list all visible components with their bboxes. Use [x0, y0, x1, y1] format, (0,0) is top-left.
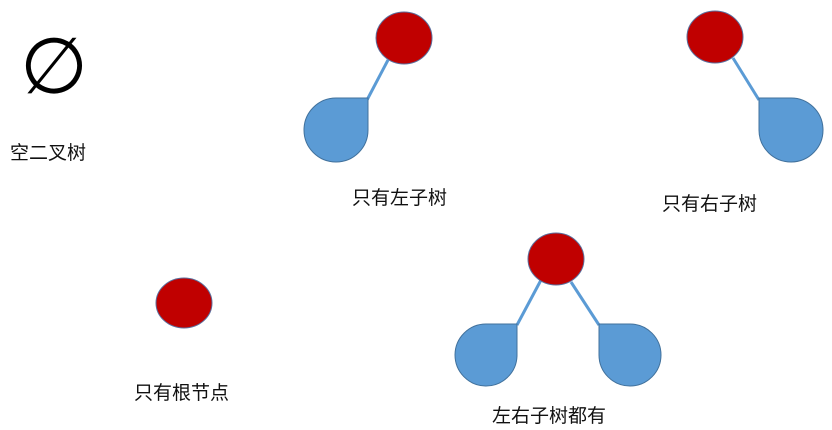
root-node: [375, 11, 433, 65]
left-subtree-shape: [303, 97, 369, 163]
root-node: [686, 10, 744, 64]
case-left-only: [303, 11, 433, 163]
case-right-only: [686, 10, 824, 163]
label-root-only: 只有根节点: [134, 382, 230, 404]
case-both: [454, 232, 662, 387]
left-edge: [365, 59, 390, 101]
left-subtree-shape: [454, 323, 518, 387]
label-right-only: 只有右子树: [662, 193, 758, 215]
root-node: [155, 277, 213, 329]
right-subtree-shape: [758, 97, 824, 163]
right-edge: [731, 57, 761, 101]
root-node: [527, 232, 585, 286]
empty-set-symbol: ∅: [20, 22, 88, 112]
right-subtree-shape: [598, 323, 662, 387]
label-left-only: 只有左子树: [352, 187, 448, 209]
right-edge: [569, 281, 601, 326]
case-root-only: [155, 277, 213, 329]
label-empty-tree: 空二叉树: [10, 142, 87, 164]
label-both-subtrees: 左右子树都有: [492, 405, 607, 427]
left-edge: [515, 279, 543, 326]
